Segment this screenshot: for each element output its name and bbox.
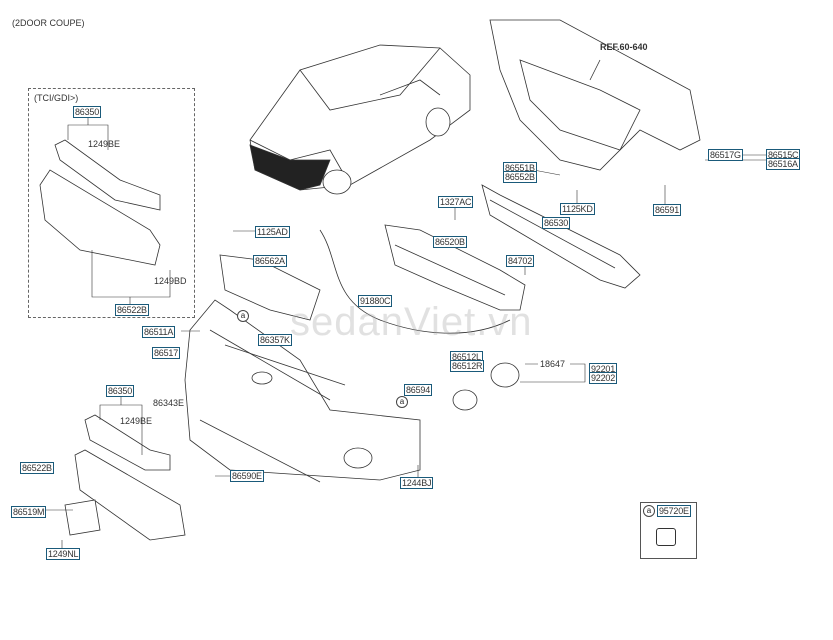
bumper-beam — [481, 184, 641, 289]
ref-label: REF.60-640 — [600, 42, 648, 52]
wiring-harness — [319, 229, 511, 334]
part-86562A[interactable]: 86562A — [253, 255, 287, 267]
watermark: sedanViet.vn — [290, 300, 533, 344]
bumper-cover — [184, 299, 421, 483]
part-86516A[interactable]: 86516A — [766, 158, 800, 170]
detail-box-95720E — [640, 502, 697, 559]
part-1249BE-low: 1249BE — [120, 416, 153, 426]
upper-grille-top — [54, 139, 161, 211]
part-1244BJ[interactable]: 1244BJ — [400, 477, 434, 489]
part-86519M[interactable]: 86519M — [11, 506, 47, 518]
part-86530[interactable]: 86530 — [542, 217, 571, 229]
lower-grille-low — [74, 449, 186, 541]
part-1249BD: 1249BD — [154, 276, 187, 286]
fog-lamp — [452, 362, 520, 411]
bracket-low — [64, 499, 101, 536]
part-86343E: 86343E — [153, 398, 185, 408]
part-86591[interactable]: 86591 — [653, 204, 682, 216]
car-illustration — [249, 44, 471, 195]
part-86350-low[interactable]: 86350 — [106, 385, 135, 397]
part-1125AD[interactable]: 1125AD — [255, 226, 290, 238]
part-86594[interactable]: 86594 — [404, 384, 433, 396]
upper-grille-low — [84, 414, 171, 471]
part-86511A[interactable]: 86511A — [142, 326, 176, 338]
part-86357K[interactable]: 86357K — [258, 334, 292, 346]
tci-label: (TCI/GDI>) — [34, 93, 79, 103]
part-1125KD[interactable]: 1125KD — [560, 203, 595, 215]
part-86517[interactable]: 86517 — [152, 347, 181, 359]
ref-marker-a: a — [237, 310, 249, 322]
lower-grille-top — [39, 169, 161, 266]
part-86522B-top[interactable]: 86522B — [115, 304, 149, 316]
variant-title: (2DOOR COUPE) — [12, 18, 85, 28]
part-86350-top[interactable]: 86350 — [73, 106, 102, 118]
part-86522B-low[interactable]: 86522B — [20, 462, 54, 474]
part-1327AC[interactable]: 1327AC — [438, 196, 474, 208]
part-18647: 18647 — [540, 359, 566, 369]
sensor-part-icon — [656, 528, 676, 546]
part-1249BE-top: 1249BE — [88, 139, 121, 149]
part-92202[interactable]: 92202 — [589, 372, 618, 384]
part-1249NL[interactable]: 1249NL — [46, 548, 81, 560]
part-86590E[interactable]: 86590E — [230, 470, 264, 482]
ref-marker-a: a — [396, 396, 408, 408]
part-86520B[interactable]: 86520B — [433, 236, 467, 248]
part-84702[interactable]: 84702 — [506, 255, 535, 267]
radiator-support — [489, 19, 701, 171]
part-86512R[interactable]: 86512R — [450, 360, 485, 372]
part-91880C[interactable]: 91880C — [358, 295, 393, 307]
ref-marker-a: a — [643, 505, 655, 517]
part-95720E[interactable]: 95720E — [657, 505, 691, 517]
part-86552B[interactable]: 86552B — [503, 171, 537, 183]
tci-gdi-group — [28, 88, 195, 318]
part-86517G[interactable]: 86517G — [708, 149, 743, 161]
